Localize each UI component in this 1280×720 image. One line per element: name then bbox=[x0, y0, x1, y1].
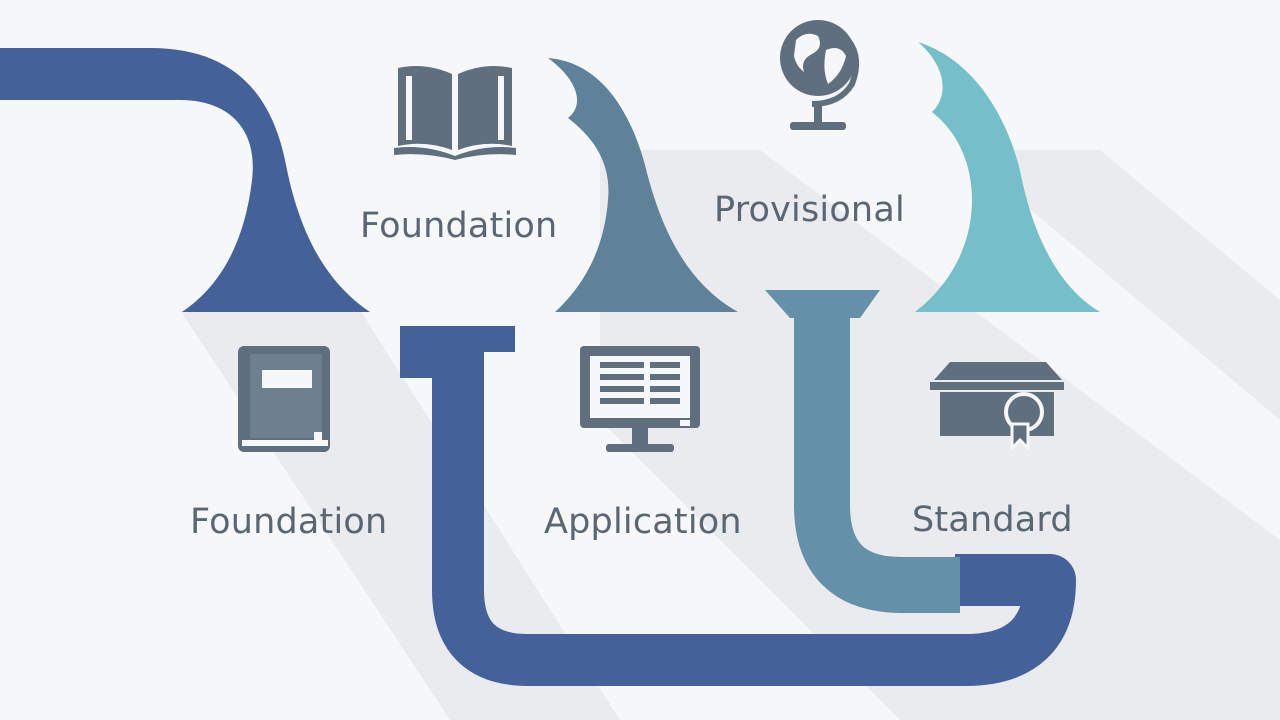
navy-u-path bbox=[400, 326, 1076, 686]
steel-hook bbox=[794, 290, 960, 613]
steel-hook-cap bbox=[765, 290, 880, 318]
computer-monitor-icon bbox=[580, 346, 700, 452]
slate-swoosh bbox=[548, 58, 738, 312]
stage-label-standard: Standard bbox=[912, 500, 1073, 540]
stage-label-application: Application bbox=[544, 502, 742, 542]
stage-label-foundation-top: Foundation bbox=[360, 206, 558, 246]
stage-label-provisional: Provisional bbox=[714, 190, 905, 230]
globe-icon bbox=[780, 20, 860, 130]
closed-book-icon bbox=[238, 346, 330, 452]
navy-top-swoosh bbox=[0, 48, 370, 312]
open-book-icon bbox=[394, 66, 516, 160]
certificate-icon bbox=[930, 362, 1064, 452]
stage-label-foundation-bottom: Foundation bbox=[190, 502, 388, 542]
navy-u-cap bbox=[400, 326, 515, 352]
teal-swoosh bbox=[915, 42, 1100, 312]
